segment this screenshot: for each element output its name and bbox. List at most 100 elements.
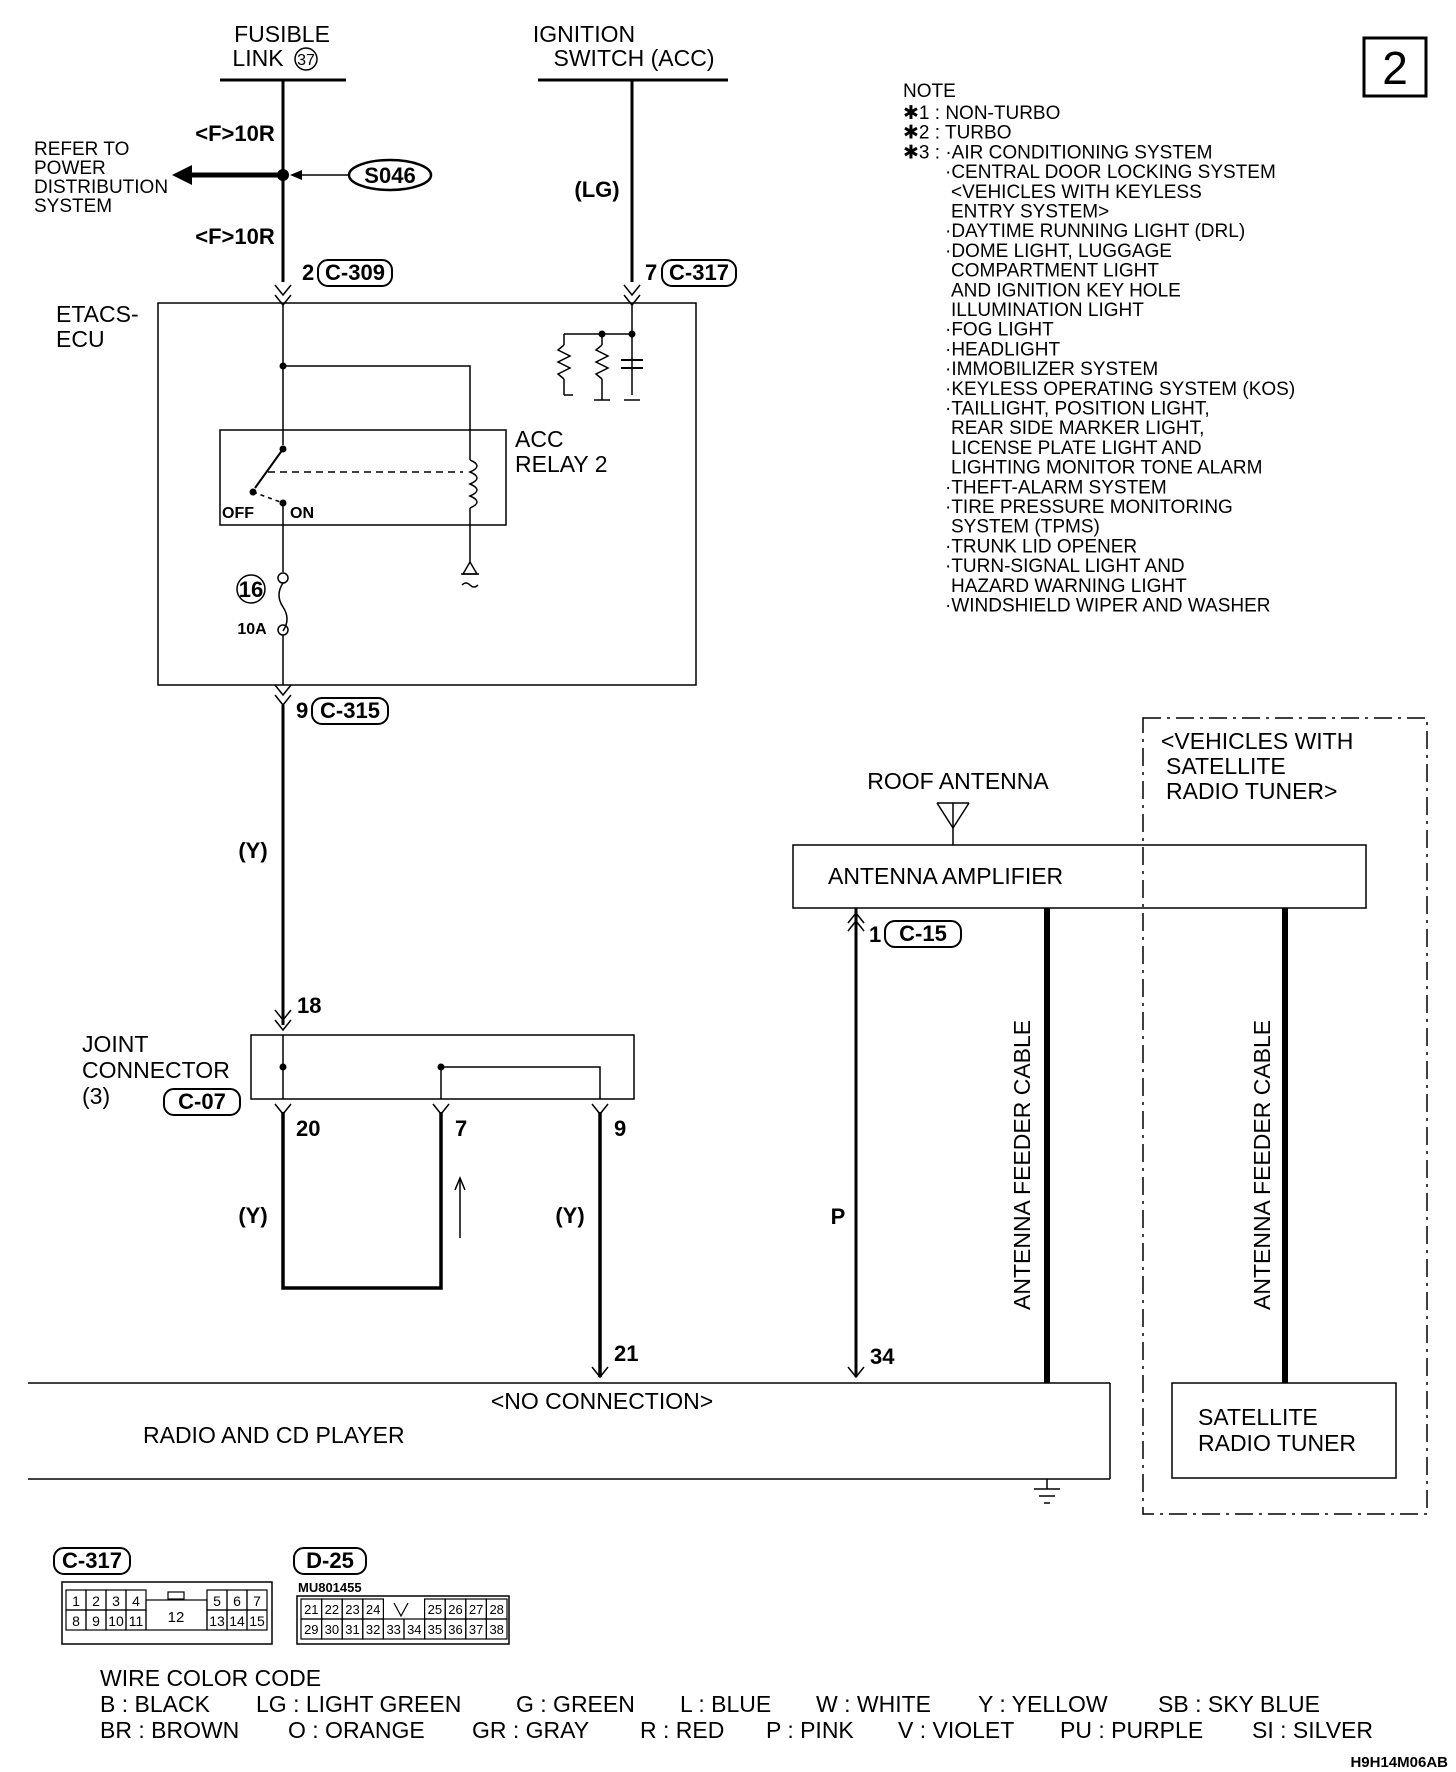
note-line: ·CENTRAL DOOR LOCKING SYSTEM <box>945 162 1276 183</box>
c309-box <box>317 259 393 287</box>
c317-pin-label: 9 <box>92 1613 100 1629</box>
wire-label-y1: (Y) <box>238 838 267 863</box>
d25-pin-label: 38 <box>489 1622 503 1637</box>
antenna-amplifier-label: ANTENNA AMPLIFIER <box>828 863 1063 889</box>
splice-label: S046 <box>364 163 415 188</box>
c317-pin-label: 2 <box>92 1593 100 1609</box>
note-line: ·HEADLIGHT <box>945 339 1060 360</box>
view-d25-name: D-25 <box>306 1548 354 1573</box>
note-line: ·IMMOBILIZER SYSTEM <box>945 359 1158 380</box>
d25-pin-label: 26 <box>448 1602 462 1617</box>
wire-color-title: WIRE COLOR CODE <box>100 1665 321 1691</box>
relay-label-1: ACC <box>515 426 564 452</box>
roof-antenna-label: ROOF ANTENNA <box>867 768 1049 794</box>
note-title: NOTE <box>903 81 956 102</box>
note-line: COMPARTMENT LIGHT <box>951 261 1159 282</box>
amp-in-arrow-b-icon <box>847 919 865 932</box>
resistor-1-icon <box>556 344 572 380</box>
d25-pin-label: 35 <box>428 1622 442 1637</box>
joint-label-3: (3) <box>82 1083 110 1109</box>
satellite-option-region <box>1142 717 1428 1515</box>
amp-in-arrow-icon <box>847 911 865 924</box>
d25-pin-label: 21 <box>304 1602 318 1617</box>
satellite-tuner-box <box>1171 1382 1397 1479</box>
wire-color-entry: GR : GRAY <box>472 1717 589 1743</box>
etacs-in-arrow-1-icon <box>274 284 292 297</box>
wire-color-entry: L : BLUE <box>680 1691 771 1717</box>
wire-color-entry: LG : LIGHT GREEN <box>256 1691 461 1717</box>
radio-label: RADIO AND CD PLAYER <box>143 1422 405 1448</box>
c315-name: C-315 <box>320 698 380 723</box>
note-line: ILLUMINATION LIGHT <box>951 300 1144 321</box>
c317-center-cell <box>145 1599 208 1631</box>
c15-pin: 1 <box>869 922 881 947</box>
joint-node-1 <box>279 1063 287 1071</box>
splice-pointer-arrow-icon <box>290 170 302 180</box>
ignition-label-2: SWITCH (ACC) <box>554 45 715 71</box>
refer-label-3: DISTRIBUTION <box>34 177 168 198</box>
note-line: HAZARD WARNING LIGHT <box>951 576 1187 597</box>
note-line: LICENSE PLATE LIGHT AND <box>951 438 1202 459</box>
fuse-number-circle <box>236 574 266 604</box>
etacs-out-arrow-b-icon <box>274 694 292 707</box>
ignition-label-1: IGNITION <box>533 21 635 47</box>
d25-pin-label: 36 <box>448 1622 462 1637</box>
sat-condition-2: SATELLITE <box>1166 753 1286 779</box>
no-connection-label: <NO CONNECTION> <box>491 1388 713 1414</box>
etacs-label-2: ECU <box>56 326 105 352</box>
d25-pin-label: 25 <box>428 1602 442 1617</box>
fuse-number: 16 <box>239 577 263 602</box>
relay-switch-blade <box>254 448 284 489</box>
c317-pin-label: 10 <box>108 1613 124 1629</box>
antenna-amplifier-box <box>792 844 1367 909</box>
joint-label-2: CONNECTOR <box>82 1057 230 1083</box>
joint-label-1: JOINT <box>82 1031 148 1057</box>
c317-pin-label: 5 <box>213 1593 221 1609</box>
wire-label-p: P <box>831 1204 846 1229</box>
d25-pin-label: 24 <box>366 1602 380 1617</box>
wire-label-y2: (Y) <box>238 1203 267 1228</box>
radio-in-34-arrow-icon <box>847 1366 865 1379</box>
acc-relay-box <box>219 429 507 526</box>
note-line: REAR SIDE MARKER LIGHT, <box>951 418 1204 439</box>
c317-pin: 7 <box>645 260 657 285</box>
d25-pin-label: 29 <box>304 1622 318 1637</box>
wire-color-entry: G : GREEN <box>516 1691 635 1717</box>
relay-coil-icon <box>468 459 478 509</box>
note-line: ·THEFT-ALARM SYSTEM <box>945 477 1167 498</box>
note-lines: ✱1 : NON-TURBO✱2 : TURBO✱3 : ·AIR CONDIT… <box>903 103 1295 617</box>
note-line: ·DAYTIME RUNNING LIGHT (DRL) <box>945 221 1245 242</box>
relay-on-label: ON <box>290 505 314 522</box>
wire-color-entry: V : VIOLET <box>898 1717 1014 1743</box>
d25-pin-label: 34 <box>407 1622 421 1637</box>
radio-pin-b: 34 <box>870 1344 895 1369</box>
feeder-cable-label-2: ANTENNA FEEDER CABLE <box>1249 1020 1275 1310</box>
note-line: SYSTEM (TPMS) <box>951 517 1100 538</box>
fuse-terminal-top <box>277 572 289 584</box>
note-line: ·TRUNK LID OPENER <box>945 536 1137 557</box>
fuse-icon <box>278 582 288 632</box>
etacs-in-arrow-2-icon <box>623 284 641 297</box>
d25-key-icon <box>393 1602 409 1618</box>
note-line: ·DOME LIGHT, LUGGAGE <box>945 241 1172 262</box>
wire-label-f10r-top: <F>10R <box>195 121 275 146</box>
c317-pin-label: 4 <box>132 1593 140 1609</box>
note-line: ·TURN-SIGNAL LIGHT AND <box>945 556 1185 577</box>
joint-in-arrow-icon <box>274 1009 292 1022</box>
wire-color-entry: B : BLACK <box>100 1691 211 1717</box>
c317-name: C-317 <box>669 260 729 285</box>
c309-pin: 2 <box>302 260 314 285</box>
c317-latch <box>167 1591 185 1600</box>
fusible-link-label-2: LINK <box>232 45 284 71</box>
d25-housing <box>296 1595 510 1645</box>
fusible-link-number: 37 <box>297 52 315 69</box>
splice-ellipse <box>347 158 433 192</box>
c315-box <box>311 697 389 725</box>
c317-pin-label: 6 <box>233 1593 241 1609</box>
sat-condition-1: <VEHICLES WITH <box>1161 728 1353 754</box>
relay-label-2: RELAY 2 <box>515 451 607 477</box>
c15-box <box>884 920 962 948</box>
note-line: ENTRY SYSTEM> <box>951 202 1109 223</box>
